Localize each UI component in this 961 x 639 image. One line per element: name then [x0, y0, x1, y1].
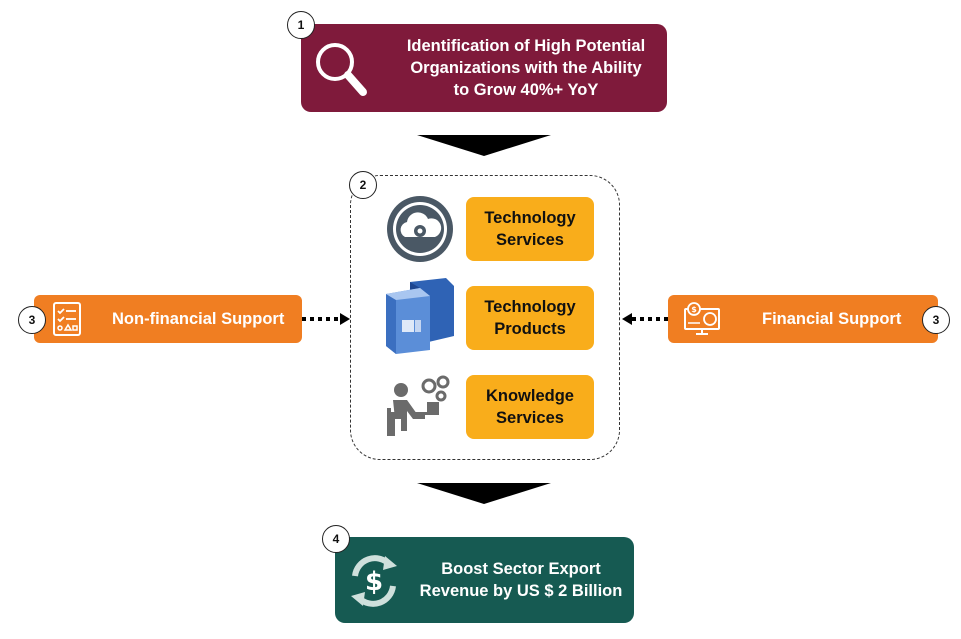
identification-line-3: to Grow 40%+ YoY: [453, 81, 599, 99]
svg-text:$: $: [365, 567, 383, 597]
svg-text:$: $: [691, 305, 697, 314]
magnifier-icon: [316, 43, 367, 96]
identification-line-2: Organizations with the Ability: [410, 59, 642, 77]
finance-monitor-icon: $: [684, 302, 720, 335]
product-boxes-icon: [386, 278, 454, 354]
knowledge-services-line-2: Services: [496, 409, 564, 427]
knowledge-services-line-1: Knowledge: [485, 387, 574, 405]
export-revenue-line-1: Boost Sector Export: [441, 560, 601, 578]
identification-box: Identification of High Potential Organiz…: [301, 24, 667, 112]
step-number-2: 2: [349, 171, 377, 199]
technology-services-line-1: Technology: [484, 209, 576, 227]
left-dotted-arrow: [302, 313, 350, 325]
person-computer-gears-icon: [387, 375, 450, 436]
financial-support-box: $ Financial Support: [668, 295, 938, 343]
step-number-4: 4: [322, 525, 350, 553]
step-number-3-right: 3: [922, 306, 950, 334]
cloud-gear-icon: [387, 196, 453, 262]
checklist-icon: [53, 302, 81, 336]
right-dotted-arrow: [622, 313, 668, 325]
down-arrow-1: [417, 135, 551, 156]
identification-text: Identification of High Potential Organiz…: [391, 35, 661, 101]
step-number-3-left: 3: [18, 306, 46, 334]
financial-support-label: Financial Support: [762, 309, 902, 328]
technology-products-line-1: Technology: [484, 298, 576, 316]
export-revenue-text: Boost Sector Export Revenue by US $ 2 Bi…: [413, 558, 629, 602]
down-arrow-2: [417, 483, 551, 504]
non-financial-support-label: Non-financial Support: [112, 309, 285, 328]
technology-products-line-2: Products: [494, 320, 566, 338]
step-number-1: 1: [287, 11, 315, 39]
services-group: [350, 175, 620, 460]
identification-line-1: Identification of High Potential: [406, 37, 646, 55]
export-revenue-box: $ Boost Sector Export Revenue by US $ 2 …: [335, 537, 634, 623]
export-revenue-line-2: Revenue by US $ 2 Billion: [419, 582, 623, 600]
non-financial-support-box: Non-financial Support: [34, 295, 302, 343]
technology-services-line-2: Services: [496, 231, 564, 249]
dollar-cycle-icon: $: [351, 555, 397, 607]
